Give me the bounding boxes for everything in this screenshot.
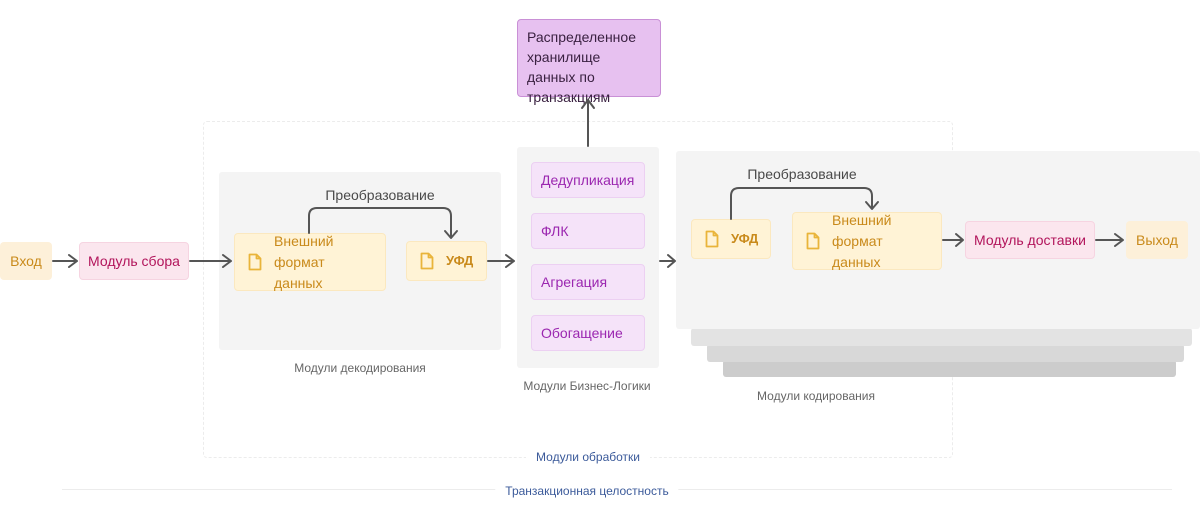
transaction-storage-node[interactable]: Распределенное хранилище данных по транз…: [517, 19, 661, 105]
encode-panel-stack-2: [707, 344, 1184, 362]
encode-panel-stack-3: [723, 360, 1176, 377]
decode-ufd-node[interactable]: УФД: [406, 241, 487, 281]
decode-external-format-node[interactable]: Внешний формат данных: [234, 233, 386, 291]
encode-panel-stack-1: [691, 328, 1192, 346]
encode-transform-label: Преобразование: [747, 166, 857, 182]
output-node[interactable]: Выход: [1126, 221, 1188, 259]
arrow-input-to-collector: [52, 254, 78, 268]
document-icon: [806, 232, 820, 250]
business-logic-item[interactable]: Дедупликация: [531, 162, 645, 198]
decode-transform-label: Преобразование: [325, 187, 435, 203]
document-icon: [705, 230, 719, 248]
business-logic-item[interactable]: ФЛК: [531, 213, 645, 249]
encode-external-format-label: Внешний формат данных: [832, 211, 892, 270]
encode-group-label: Модули кодирования: [757, 389, 875, 403]
business-logic-label: ФЛК: [541, 223, 569, 239]
business-logic-item[interactable]: Агрегация: [531, 264, 645, 300]
input-label: Вход: [10, 253, 42, 269]
delivery-module-node[interactable]: Модуль доставки: [965, 221, 1095, 259]
collector-module-node[interactable]: Модуль сбора: [79, 242, 189, 280]
input-node[interactable]: Вход: [0, 242, 52, 280]
business-logic-item[interactable]: Обогащение: [531, 315, 645, 351]
collector-module-label: Модуль сбора: [88, 253, 180, 269]
delivery-module-label: Модуль доставки: [974, 232, 1086, 248]
document-icon: [420, 252, 434, 270]
output-label: Выход: [1136, 232, 1178, 248]
encode-ufd-label: УФД: [731, 231, 759, 246]
business-logic-label: Агрегация: [541, 274, 608, 290]
decode-external-format-label: Внешний формат данных: [274, 232, 334, 291]
encode-external-format-node[interactable]: Внешний формат данных: [792, 212, 942, 270]
transaction-storage-label: Распределенное хранилище данных по транз…: [527, 29, 636, 105]
decode-ufd-label: УФД: [446, 253, 474, 268]
document-icon: [248, 253, 262, 271]
encode-ufd-node[interactable]: УФД: [691, 219, 771, 259]
decode-group-label: Модули декодирования: [294, 361, 426, 375]
transaction-integrity-label: Транзакционная целостность: [495, 484, 679, 498]
business-logic-label: Дедупликация: [541, 172, 635, 188]
processing-group-label: Модули обработки: [526, 450, 650, 464]
business-group-label: Модули Бизнес-Логики: [523, 379, 651, 393]
business-logic-label: Обогащение: [541, 325, 623, 341]
